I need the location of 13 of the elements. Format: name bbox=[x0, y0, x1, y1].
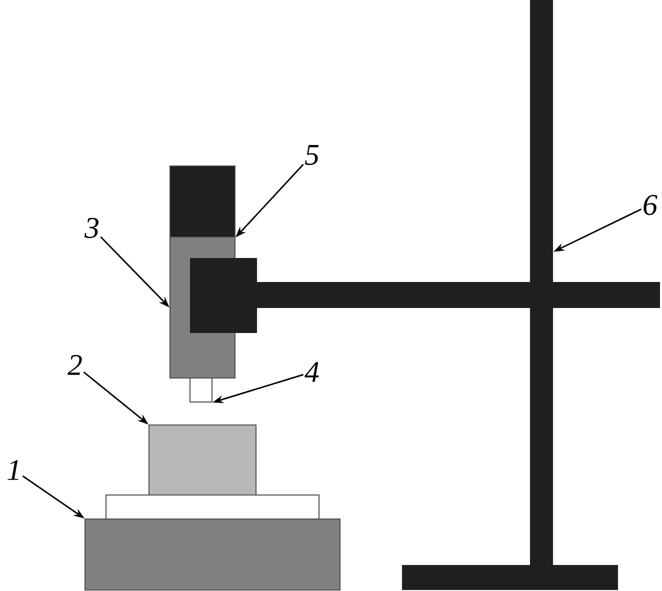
callout-number: 4 bbox=[304, 362, 319, 382]
sample-block bbox=[148, 424, 256, 496]
clamp-block bbox=[190, 258, 257, 333]
callout-number: 2 bbox=[68, 355, 82, 375]
callout-number: 6 bbox=[644, 194, 658, 216]
stand-base bbox=[402, 564, 618, 590]
camera-top bbox=[170, 165, 236, 238]
plate bbox=[106, 494, 320, 520]
base-block bbox=[84, 518, 340, 590]
callout-number: 5 bbox=[304, 145, 319, 165]
callout-number: 1 bbox=[8, 460, 18, 480]
callout-number: 3 bbox=[84, 218, 98, 238]
lens bbox=[190, 377, 212, 402]
